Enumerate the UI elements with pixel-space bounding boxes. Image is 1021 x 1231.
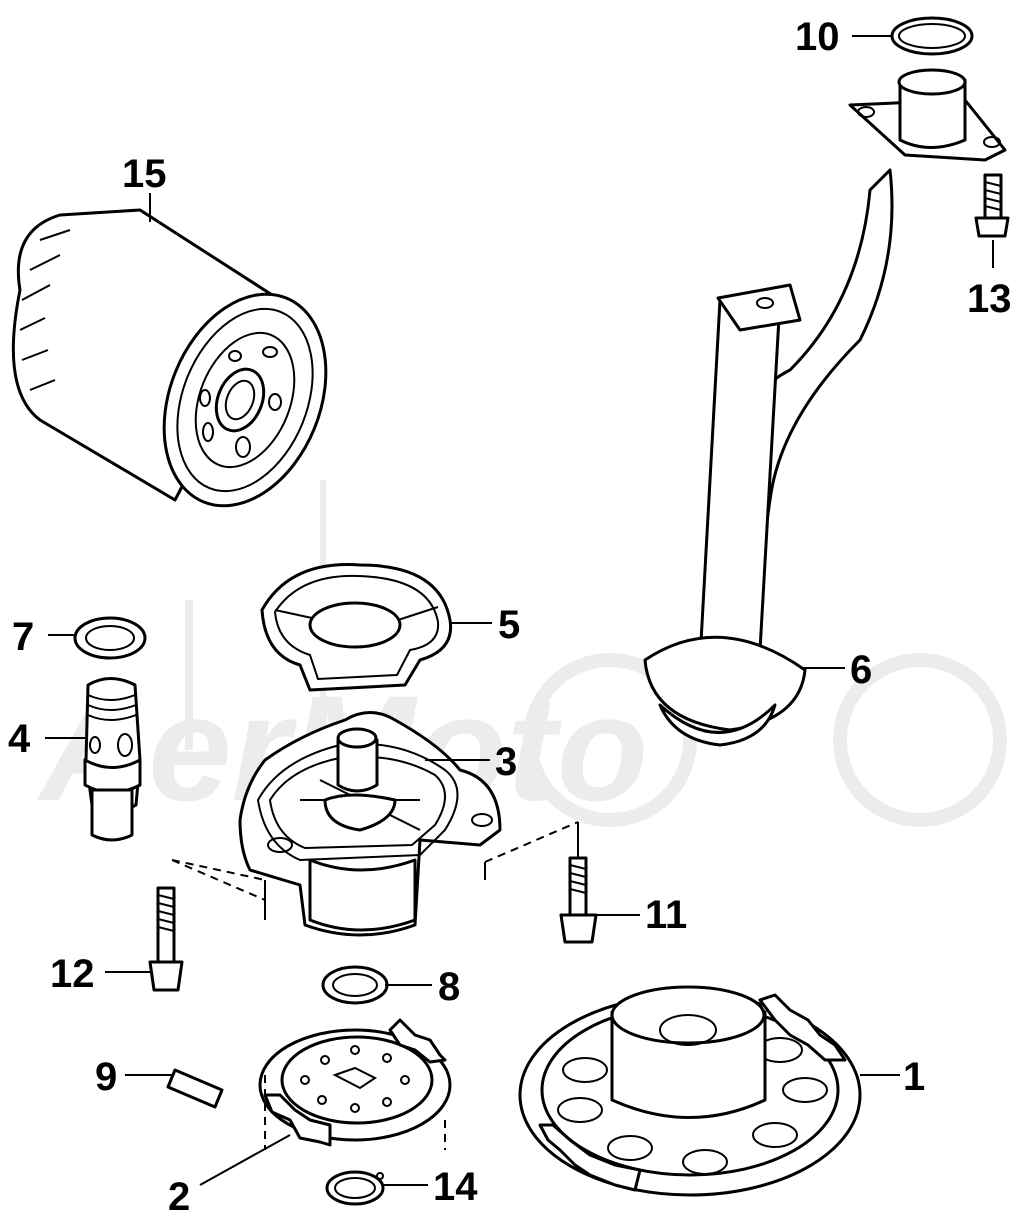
part-9-pin: [166, 1068, 224, 1109]
part-10-o-ring-inner: [898, 23, 966, 49]
callout-4: 4: [8, 717, 31, 761]
callout-12: 12: [50, 952, 95, 996]
callout-13: 13: [967, 277, 1012, 321]
callout-labels: 1 2 3 4 5 6 7 8 9 10 11 12 13 14 15: [8, 15, 1012, 1219]
part-2-gear: [258, 1018, 452, 1150]
leader-lines: [45, 35, 994, 1186]
callout-3: 3: [495, 740, 517, 784]
part-7-washer: [73, 616, 147, 660]
part-3-oil-pump: [171, 711, 579, 937]
callout-15: 15: [122, 152, 167, 196]
part-4-relief-valve: [83, 677, 142, 842]
part-1-outer-gear: [518, 985, 862, 1197]
callout-6: 6: [850, 648, 872, 692]
part-15-oil-filter: [11, 208, 328, 508]
part-6-oil-strainer: [643, 68, 1007, 747]
part-13-bolt: [974, 173, 1010, 238]
part-5-gasket: [260, 563, 453, 692]
part-14-circlip: [325, 1170, 385, 1206]
part-8-washer-inner: [332, 973, 378, 997]
callout-7: 7: [12, 615, 34, 659]
callout-10: 10: [795, 15, 840, 59]
callout-2: 2: [168, 1175, 190, 1219]
callout-9: 9: [95, 1055, 117, 1099]
callout-14: 14: [433, 1165, 478, 1209]
callout-11: 11: [645, 893, 687, 937]
callout-1: 1: [903, 1055, 925, 1099]
part-7-washer-inner: [85, 625, 135, 651]
callout-5: 5: [498, 603, 520, 647]
part-12-bolt: [148, 886, 184, 992]
callout-8: 8: [438, 965, 460, 1009]
part-11-bolt: [559, 856, 598, 944]
